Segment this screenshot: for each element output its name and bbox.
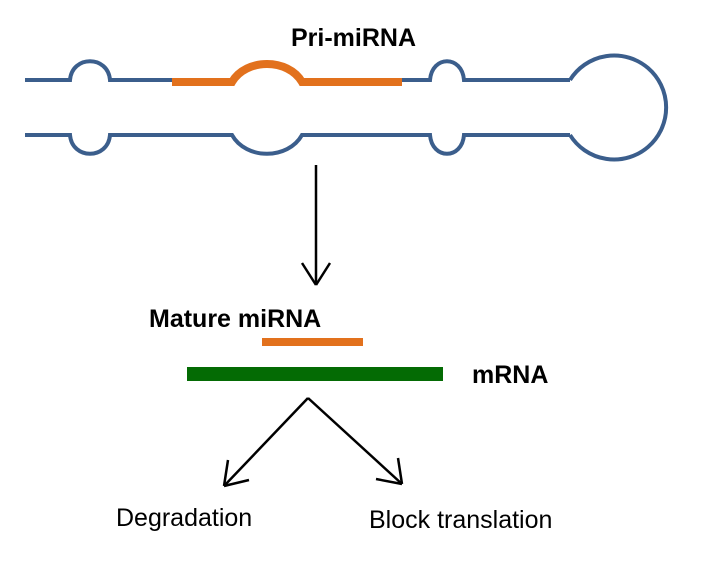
degradation-arrow (222, 397, 309, 488)
pri-mirna-label: Pri-miRNA (291, 24, 416, 52)
block-translation-arrow (307, 397, 404, 486)
mrna-label: mRNA (472, 361, 548, 389)
pri-mirna-mirna-segment (172, 60, 402, 86)
processing-arrow (300, 165, 332, 286)
pri-mirna-bottom-strand (25, 133, 570, 156)
block-translation-label: Block translation (369, 506, 552, 534)
pri-mirna-terminal-loop (568, 53, 669, 162)
mature-mirna-label: Mature miRNA (149, 305, 321, 333)
degradation-label: Degradation (116, 504, 252, 532)
